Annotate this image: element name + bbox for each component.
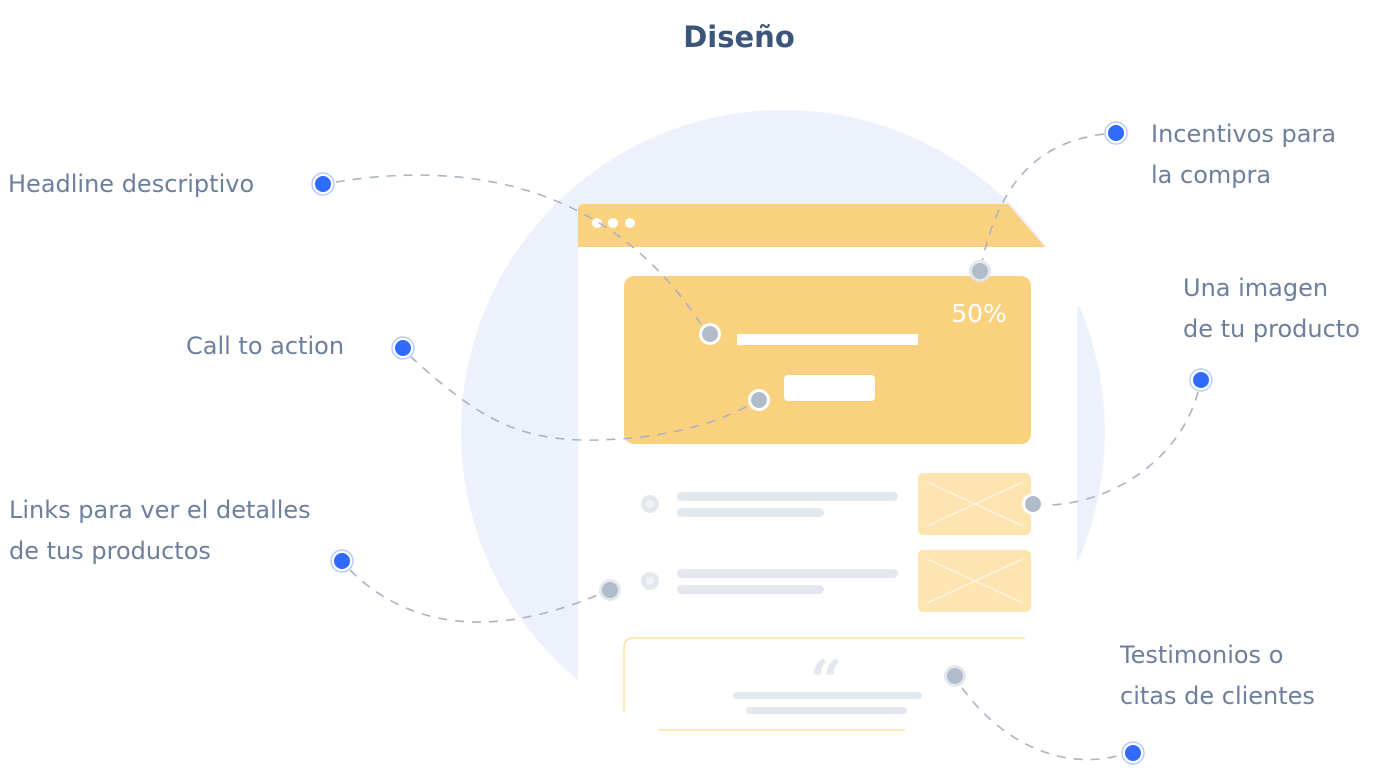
testimonial-box: “ bbox=[623, 637, 1025, 731]
label-dots bbox=[311, 121, 1213, 765]
label-headline: Headline descriptivo bbox=[8, 170, 254, 198]
marker-cta bbox=[748, 389, 770, 411]
marker-incentivos bbox=[969, 260, 991, 282]
label-incentivos-line1: Incentivos para bbox=[1151, 120, 1336, 148]
dot-testimonios-icon bbox=[1121, 741, 1145, 765]
marker-headline bbox=[699, 323, 721, 345]
headline-placeholder bbox=[737, 334, 918, 345]
dot-links-icon bbox=[330, 549, 354, 573]
cta-button-placeholder bbox=[784, 375, 875, 401]
product-row bbox=[641, 473, 1031, 535]
dot-incentivos-icon bbox=[1104, 121, 1128, 145]
label-links-line1: Links para ver el detalles bbox=[9, 496, 311, 524]
product-row bbox=[641, 550, 1031, 612]
marker-testimonios bbox=[944, 665, 966, 687]
dot-imagen-icon bbox=[1189, 368, 1213, 392]
window-dot-icon bbox=[592, 218, 602, 228]
label-imagen-line1: Una imagen bbox=[1183, 274, 1328, 302]
hero-banner bbox=[624, 276, 1031, 444]
connector-lines bbox=[335, 133, 1199, 761]
dot-headline-icon bbox=[311, 172, 335, 196]
diagram-title: Diseño bbox=[683, 20, 795, 54]
label-imagen-line2: de tu producto bbox=[1183, 315, 1360, 343]
browser-header bbox=[578, 204, 1045, 247]
label-testimonios-line2: citas de clientes bbox=[1120, 682, 1315, 710]
window-dot-icon bbox=[608, 218, 618, 228]
browser-mockup: 50% “ bbox=[578, 204, 1080, 784]
mockup-markers bbox=[599, 260, 1044, 687]
marker-links bbox=[599, 579, 621, 601]
label-cta: Call to action bbox=[186, 332, 344, 360]
dot-cta-icon bbox=[391, 336, 415, 360]
discount-text: 50% bbox=[951, 299, 1007, 328]
label-incentivos-line2: la compra bbox=[1151, 161, 1271, 189]
quote-icon: “ bbox=[810, 648, 842, 714]
marker-imagen bbox=[1022, 493, 1044, 515]
labels: Headline descriptivo Call to action Link… bbox=[8, 120, 1360, 710]
window-dot-icon bbox=[625, 218, 635, 228]
label-links-line2: de tus productos bbox=[9, 537, 211, 565]
label-testimonios-line1: Testimonios o bbox=[1119, 641, 1283, 669]
